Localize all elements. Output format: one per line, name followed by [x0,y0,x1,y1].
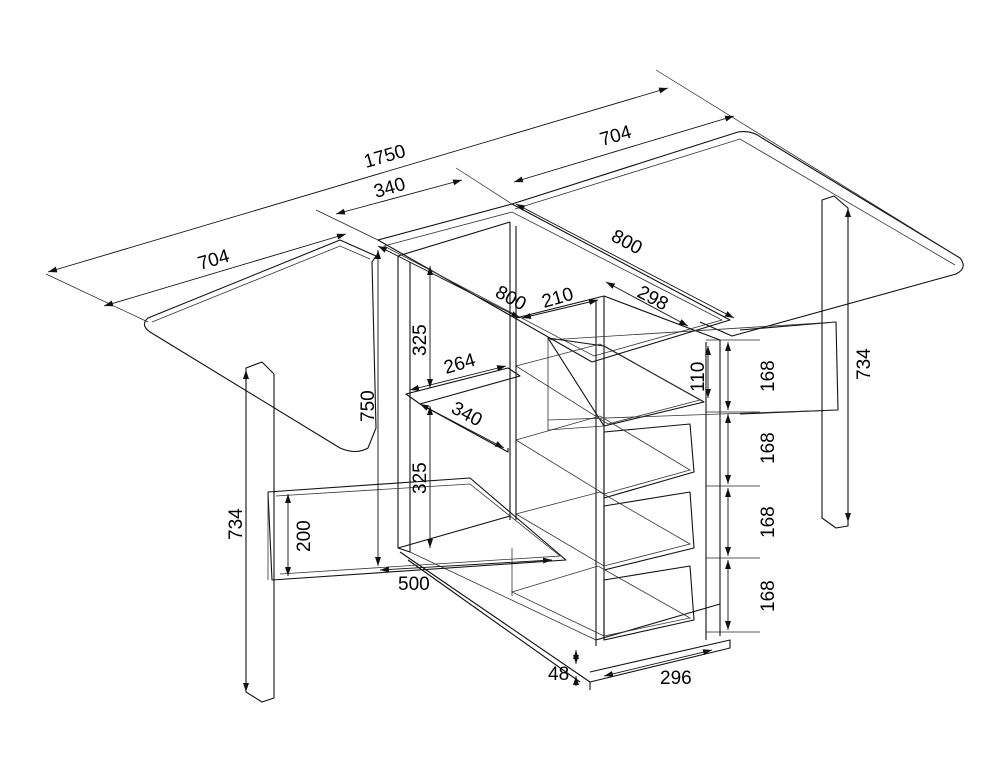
dim-200: 200 [294,520,315,552]
dim-168-1: 168 [758,360,779,392]
dim-734-right: 734 [854,348,875,380]
dim-168-2: 168 [758,432,779,464]
dim-704-right: 704 [598,122,635,151]
dim-800-inner: 800 [492,282,530,315]
dim-296: 296 [660,668,692,689]
dim-340-top: 340 [372,174,408,203]
dim-704-left: 704 [196,246,233,275]
dim-168-3: 168 [758,506,779,538]
dim-1750: 1750 [362,141,408,173]
dimension-lines [45,69,961,692]
dim-500: 500 [398,574,430,595]
dim-750: 750 [358,390,379,422]
dim-48: 48 [548,664,569,685]
dim-110: 110 [688,362,709,392]
dim-298: 298 [634,282,672,315]
dim-210: 210 [540,284,576,313]
right-support [547,321,839,421]
left-leaf [143,239,377,453]
dim-325-upper: 325 [410,324,431,356]
drawer-stack [510,295,721,646]
dim-340-shelf: 340 [448,398,486,431]
dim-734-left: 734 [226,508,247,540]
dimension-labels: 1750 704 340 704 800 800 210 298 750 325… [196,122,875,689]
dim-325-lower: 325 [410,462,431,494]
dim-800-right: 800 [608,226,646,259]
dim-168-4: 168 [758,580,779,612]
